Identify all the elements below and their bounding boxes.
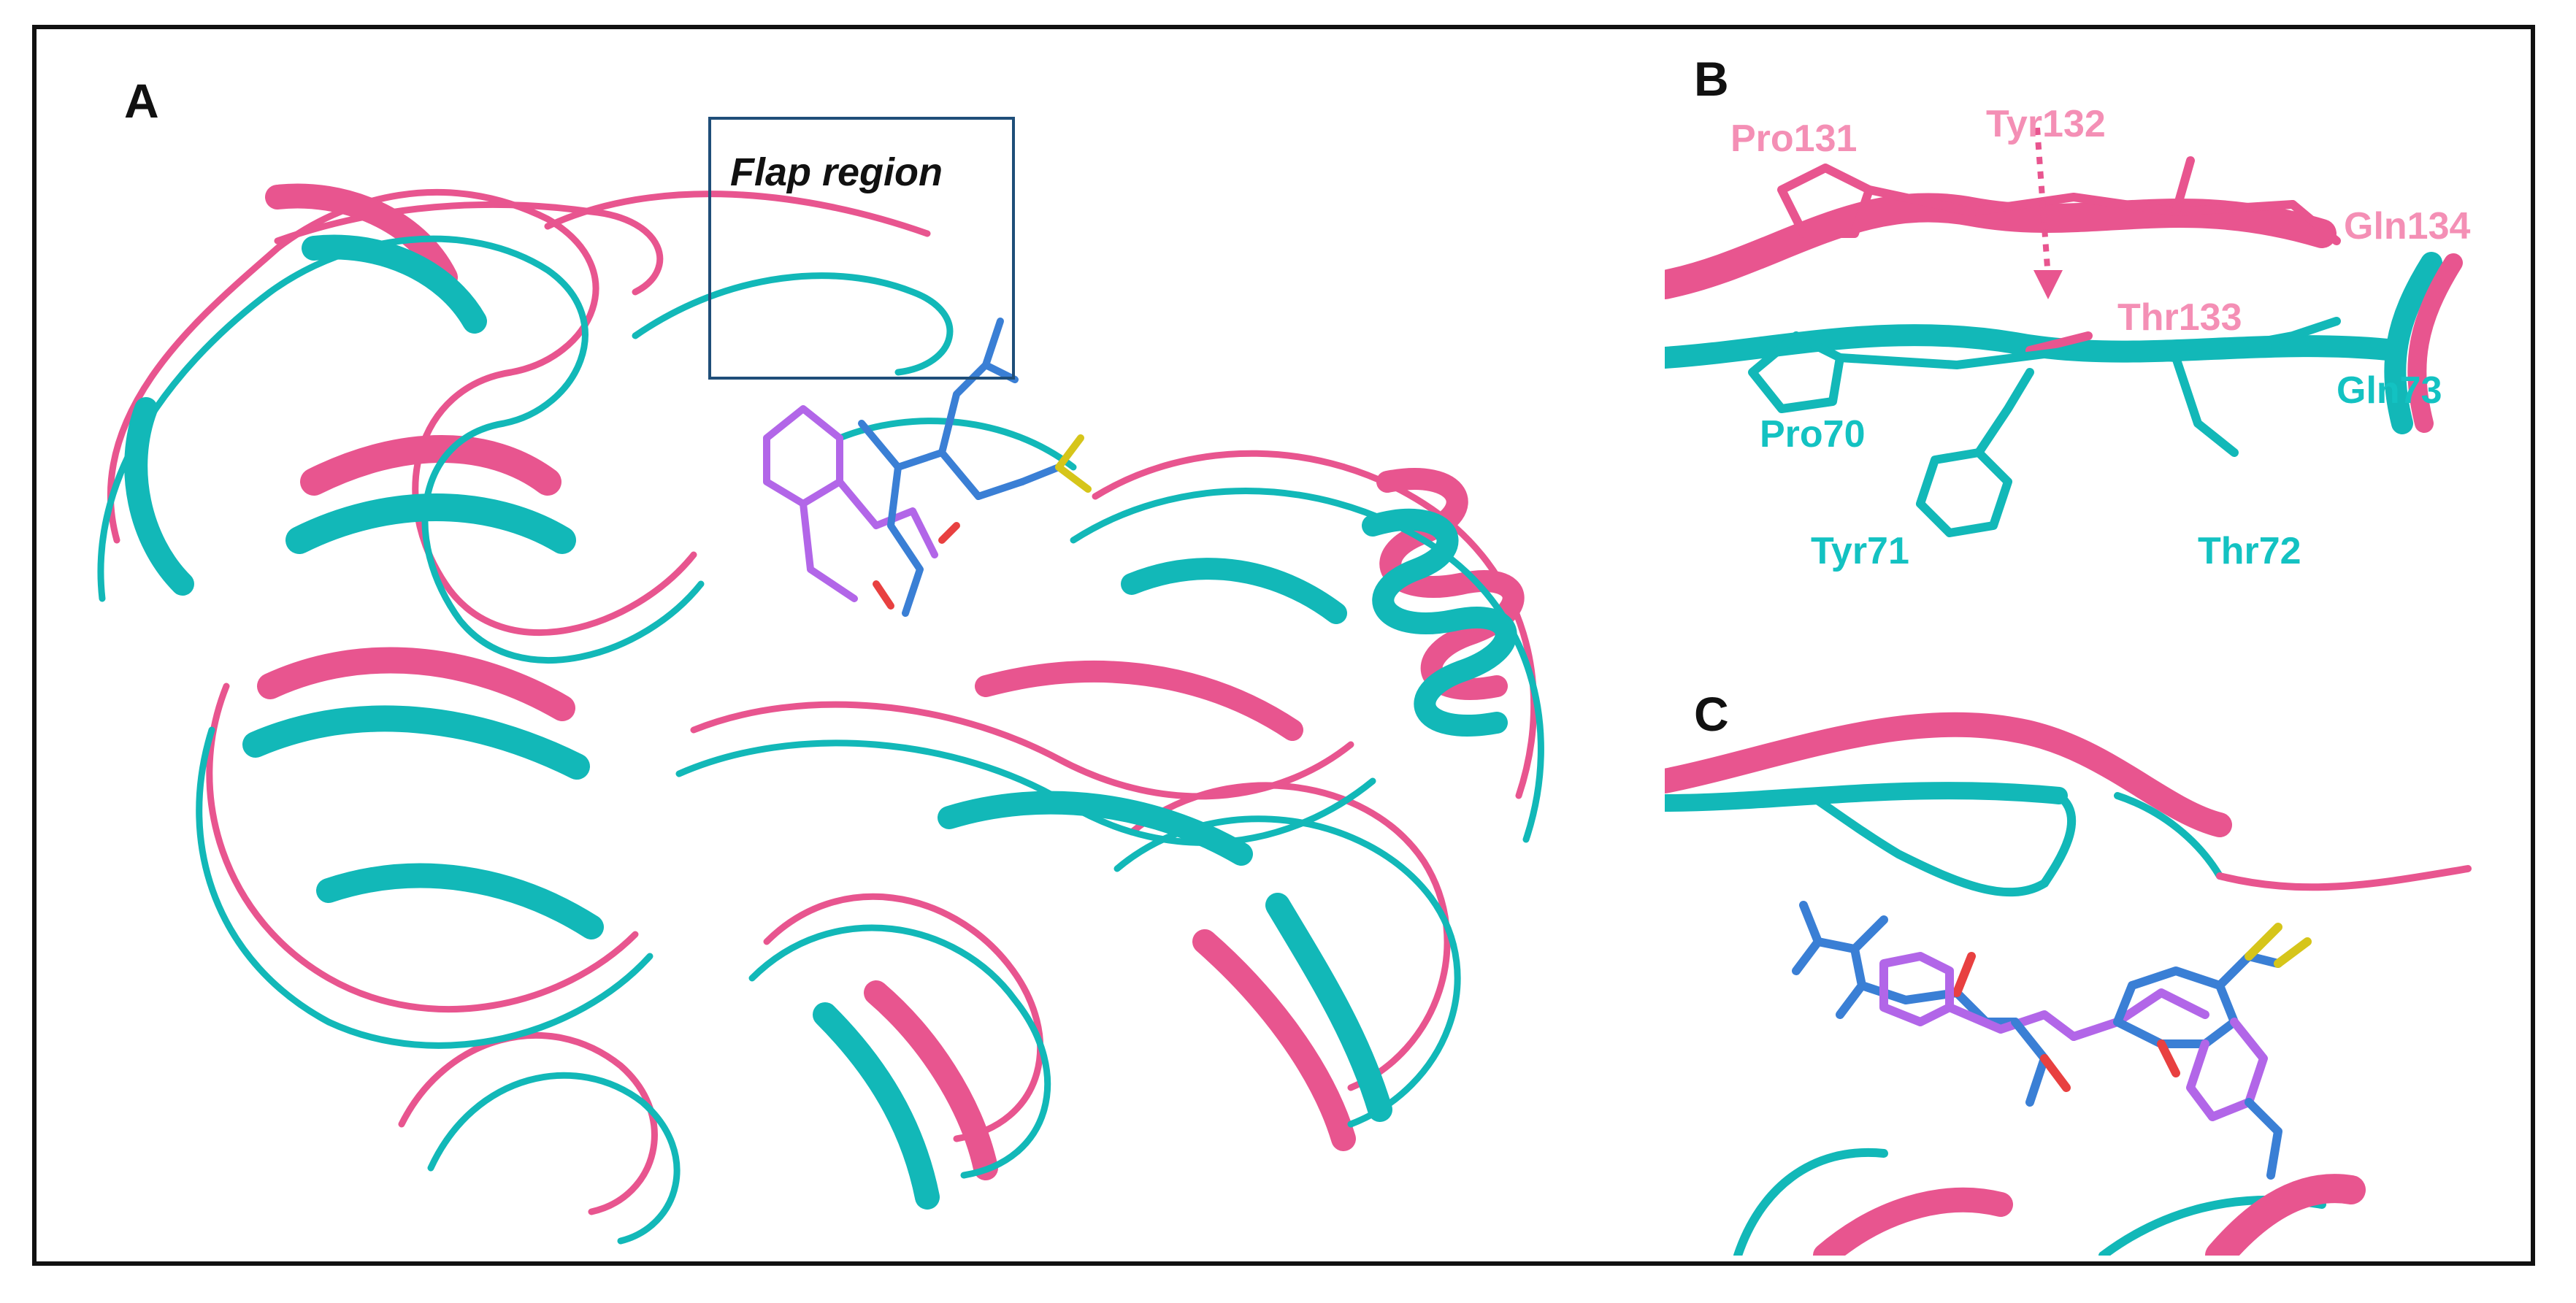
residue-label: Pro70 [1760,413,1866,456]
panel-a-structure-overlay: Flap region A [37,29,1650,1261]
residue-label: Gln134 [2344,205,2471,247]
residue-label: Thr72 [2198,530,2301,572]
residue-label: Tyr132 [1986,103,2106,145]
panel-letter-b: B [1694,52,1729,106]
residue-closeup-render [1665,127,2463,537]
panel-letter-c: C [1694,687,1729,741]
flap-region-label: Flap region [730,150,943,194]
panel-c-ligand-closeup: C [1665,679,2519,1256]
residue-label: Thr133 [2117,296,2242,339]
protein-ribbon-overlay [97,183,1544,1245]
residue-label: Pro131 [1730,118,1858,160]
residue-label: Tyr71 [1811,530,1909,572]
panel-b-residue-closeup: B Pro131 Tyr132 Gln134 Thr133 Pro70 Gln7… [1665,44,2519,642]
panel-letter-a: A [124,74,159,128]
flap-region-box [708,117,1015,380]
ligand-closeup-render [1665,712,2472,1256]
residue-label: Gln73 [2337,369,2442,412]
